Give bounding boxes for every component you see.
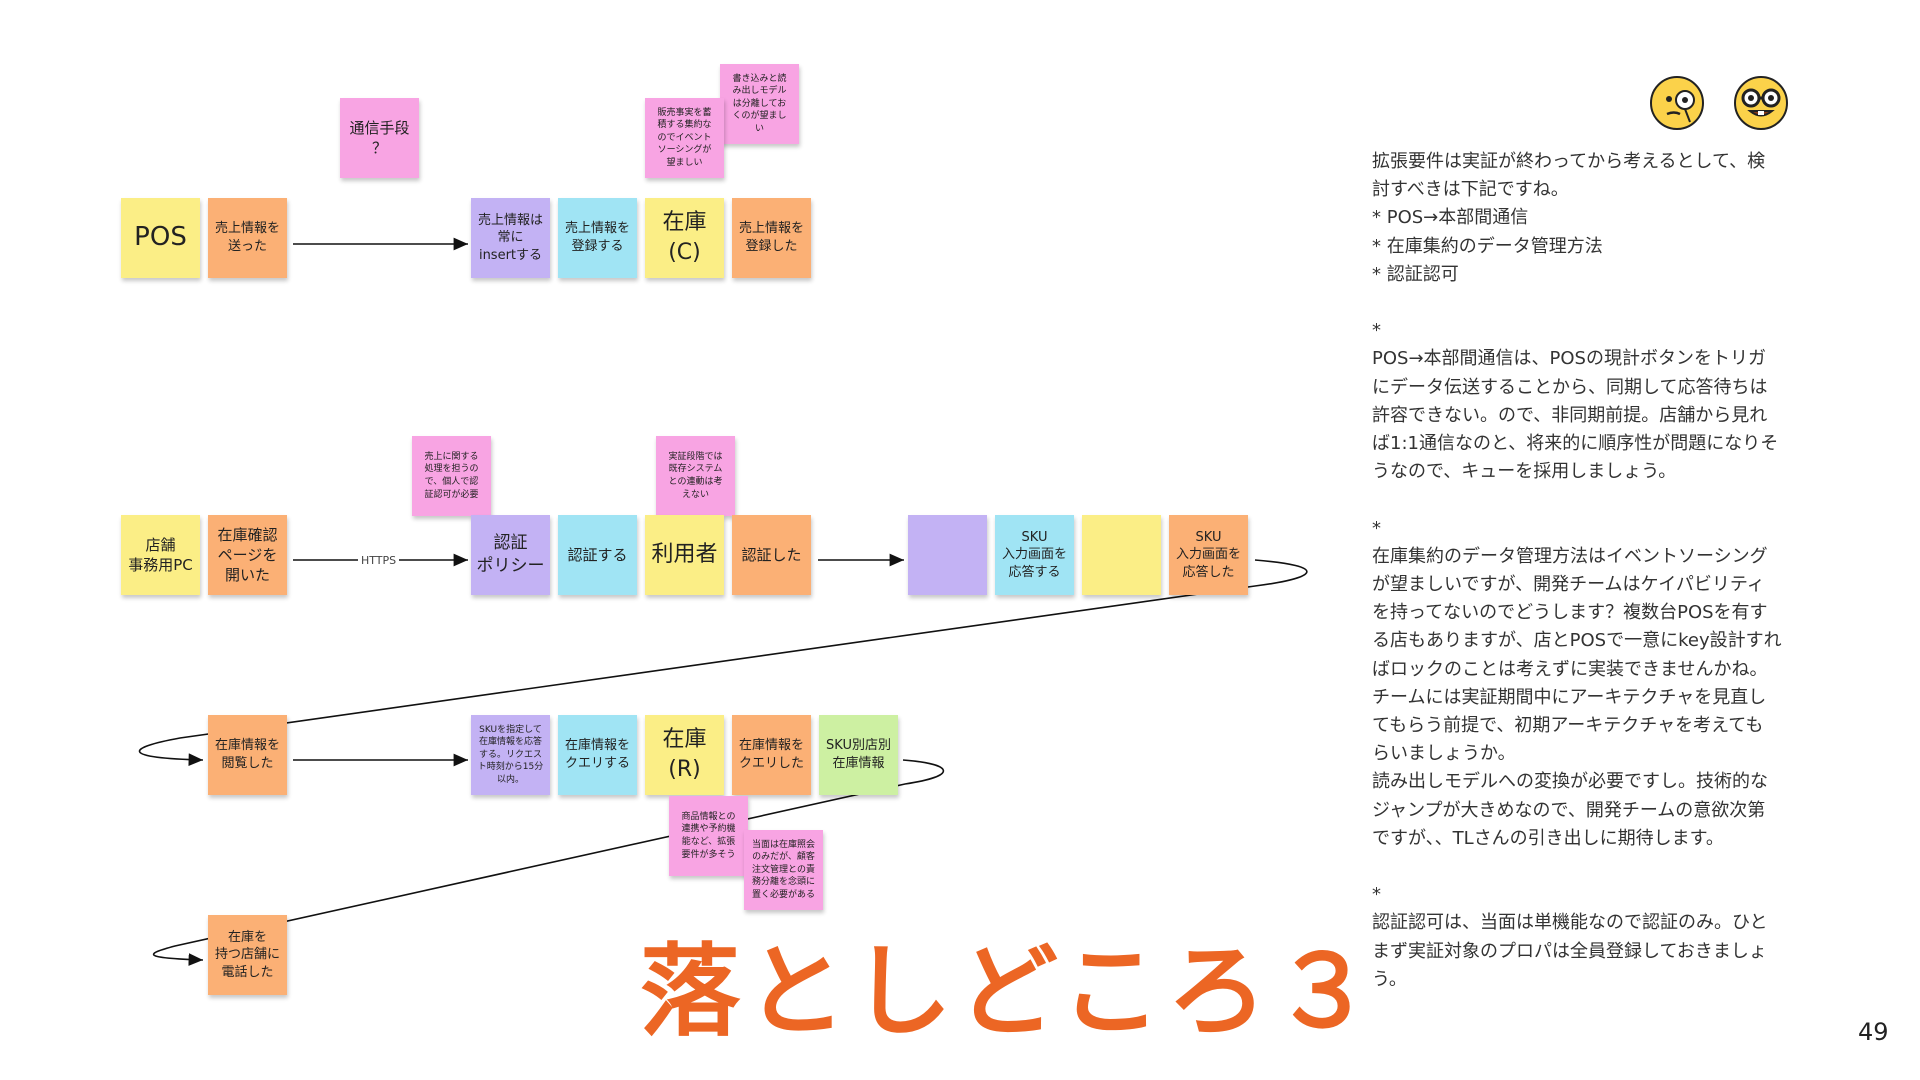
sticky-called-store: 在庫を 持つ店舗に 電話した: [208, 915, 287, 995]
sticky-comm-question: 通信手段 ？: [340, 98, 419, 178]
sticky-sku-respond: SKU 入力画面を 応答する: [995, 515, 1074, 595]
sticky-authenticated: 認証した: [732, 515, 811, 595]
sticky-browsed: 在庫情報を 閲覧した: [208, 715, 287, 795]
sticky-sku-responded: SKU 入力画面を 応答した: [1169, 515, 1248, 595]
sticky-inventory-r: 在庫 (R): [645, 715, 724, 795]
sticky-pos: POS: [121, 198, 200, 278]
sticky-query-inventory: 在庫情報を クエリする: [558, 715, 637, 795]
sticky-auth-needed-note: 売上に関する 処理を担うの で、個人で認 証認可が必要: [412, 436, 491, 516]
sticky-user: 利用者: [645, 515, 724, 595]
curve-row2-to-row3: [138, 559, 1308, 767]
sticky-empty-purple: [908, 515, 987, 595]
sticky-extension-note: 商品情報との 連携や予約機 能など、拡張 要件が多そう: [669, 796, 748, 876]
slide-title: 落としどころ３: [640, 933, 1379, 1050]
sticky-sku-query-note: SKUを指定して 在庫情報を応答 する。リクエス ト時刻から15分 以内。: [471, 715, 550, 795]
nerd-face-icon: [1734, 76, 1788, 130]
sticky-sales-sent: 売上情報を 送った: [208, 198, 287, 278]
sticky-sales-registered: 売上情報を 登録した: [732, 198, 811, 278]
https-label: HTTPS: [358, 554, 400, 567]
sticky-store-pc: 店舗 事務用PC: [121, 515, 200, 595]
sticky-sourcing-note: 販売事実を蓄 積する集約な のでイベント ソーシングが 望ましい: [645, 98, 724, 178]
sticky-queried: 在庫情報を クエリした: [732, 715, 811, 795]
sticky-per-store: SKU別店別 在庫情報: [819, 715, 898, 795]
page-number: 49: [1858, 1018, 1889, 1046]
monocle-face-icon: [1650, 76, 1704, 130]
sticky-auth-policy: 認証 ポリシー: [471, 515, 550, 595]
sticky-register-sales: 売上情報を 登録する: [558, 198, 637, 278]
commentary-text: 拡張要件は実証が終わってから考えるとして、検 討すべきは下記ですね。 * POS…: [1372, 151, 1782, 990]
sticky-empty-yellow: [1082, 515, 1161, 595]
sticky-authenticate: 認証する: [558, 515, 637, 595]
sticky-always-insert: 売上情報は 常に insertする: [471, 198, 550, 278]
sticky-rw-model-note: 書き込みと読 み出しモデル は分離してお くのが望まし い: [720, 64, 799, 144]
sticky-legacy-note: 実証段階では 既存システム との連動は考 えない: [656, 436, 735, 516]
sticky-opened-page: 在庫確認 ページを 開いた: [208, 515, 287, 595]
sticky-order-note: 当面は在庫照会 のみだが、顧客 注文管理との責 務分離を念頭に 置く必要がある: [744, 830, 823, 910]
curve-row3-to-row4: [152, 759, 945, 966]
sticky-inventory-c: 在庫 (C): [645, 198, 724, 278]
